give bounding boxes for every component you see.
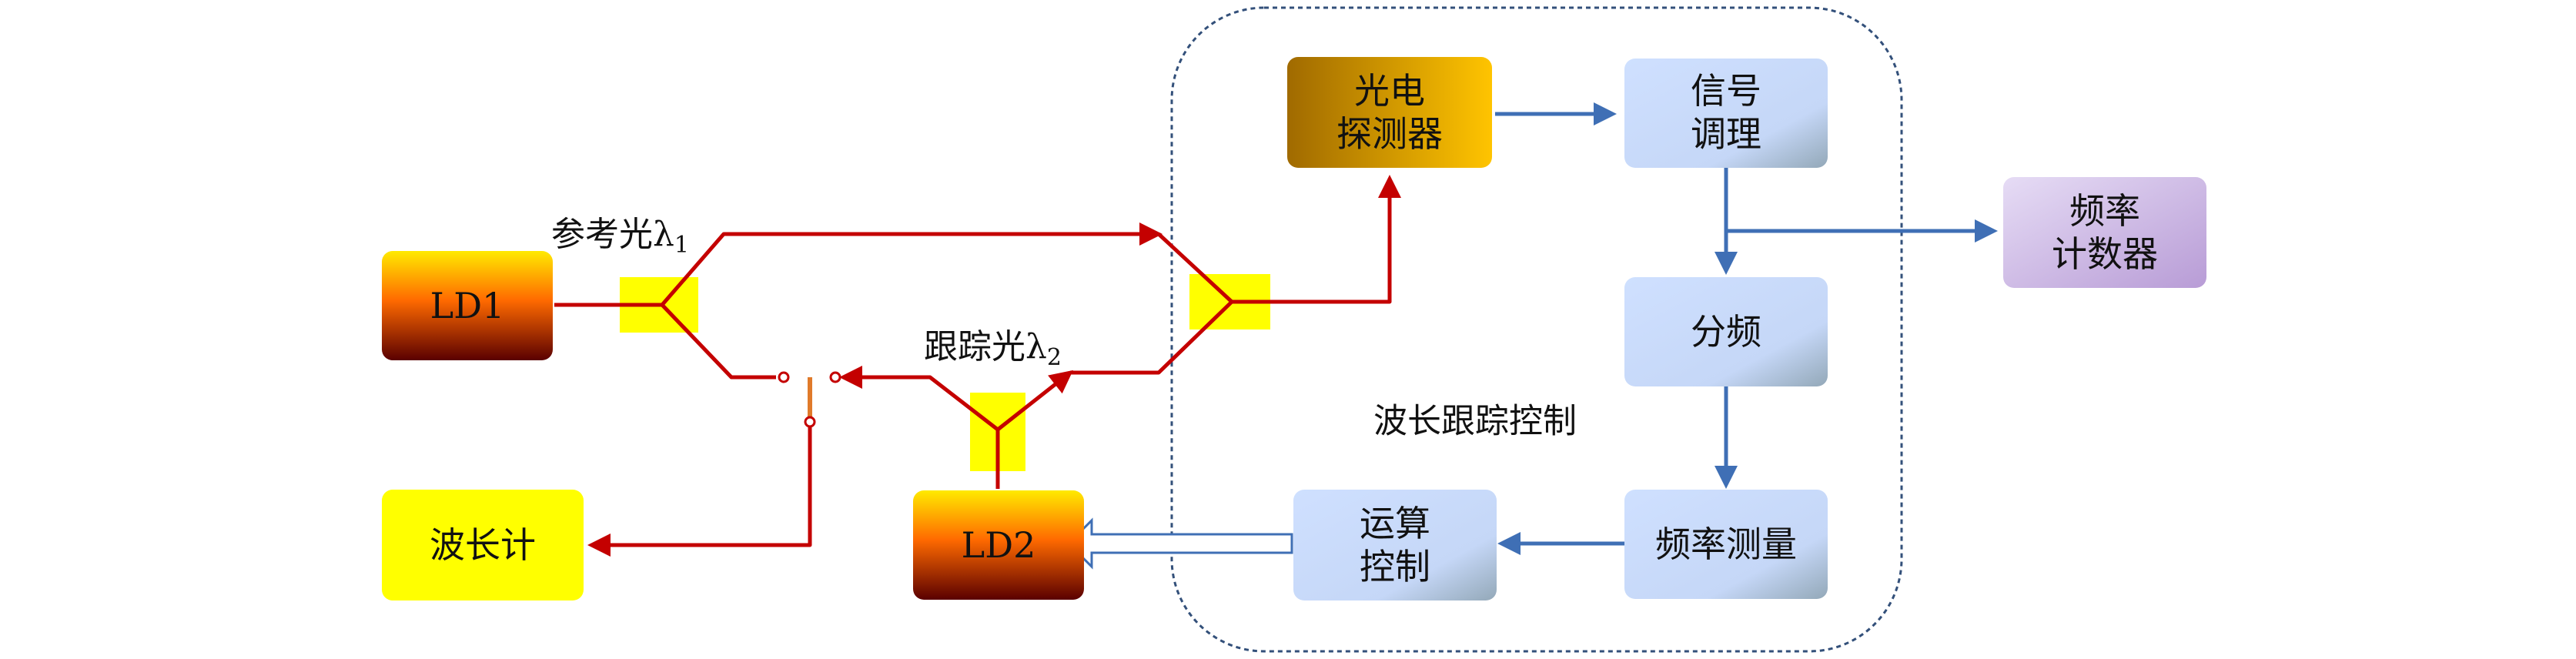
- compute-control-label-line1: 运算: [1360, 503, 1430, 544]
- compute-control-label-line2: 控制: [1360, 546, 1430, 587]
- path-tracking-right: [996, 370, 1073, 431]
- path-reference-to-switch: [661, 303, 776, 380]
- path-reference-branch: [661, 222, 1163, 306]
- frequency-counter-label-line1: 频率: [2069, 190, 2140, 232]
- optical-switch: [778, 371, 841, 428]
- signal-conditioning-label-line1: 信号: [1691, 70, 1761, 112]
- photodetector-label-line1: 光电: [1354, 70, 1425, 112]
- optical-paths: [554, 175, 1401, 557]
- compute-control: 运算 控制: [1293, 490, 1497, 600]
- signal-conditioning: 信号 调理: [1624, 59, 1828, 168]
- frequency-division: 分频: [1624, 277, 1828, 386]
- signal-paths: [1495, 102, 1998, 555]
- reference-light-label: 参考光λ1: [551, 215, 689, 259]
- photodetector-label-line2: 探测器: [1337, 113, 1443, 155]
- tracking-light-label: 跟踪光λ2: [924, 327, 1062, 371]
- path-reference-into-coupler: [1157, 232, 1233, 303]
- control-region-label: 波长跟踪控制: [1373, 402, 1577, 441]
- path-coupler-to-pd: [1232, 175, 1401, 304]
- ld1-laser: LD1: [382, 251, 553, 360]
- frequency-measurement: 频率测量: [1624, 490, 1828, 599]
- ld2-laser: LD2: [913, 490, 1084, 600]
- path-tracking-into-coupler: [1070, 300, 1233, 375]
- path-switch-to-wavemeter: [587, 422, 812, 557]
- wavemeter-label: 波长计: [430, 524, 536, 566]
- control-feedback-arrow: [1066, 517, 1293, 570]
- ld2-label: LD2: [962, 524, 1036, 566]
- wavemeter: 波长计: [382, 490, 584, 600]
- wavelength-tracking-control-region: [1170, 6, 1903, 653]
- signal-conditioning-label-line2: 调理: [1691, 113, 1761, 155]
- frequency-measurement-label: 频率测量: [1655, 524, 1797, 565]
- frequency-counter-label-line2: 计数器: [2052, 233, 2158, 275]
- frequency-counter: 频率 计数器: [2003, 177, 2206, 288]
- frequency-division-label: 分频: [1691, 311, 1761, 353]
- ld1-label: LD1: [430, 285, 505, 326]
- path-tracking-left: [839, 366, 999, 431]
- photodetector: 光电 探测器: [1287, 57, 1492, 168]
